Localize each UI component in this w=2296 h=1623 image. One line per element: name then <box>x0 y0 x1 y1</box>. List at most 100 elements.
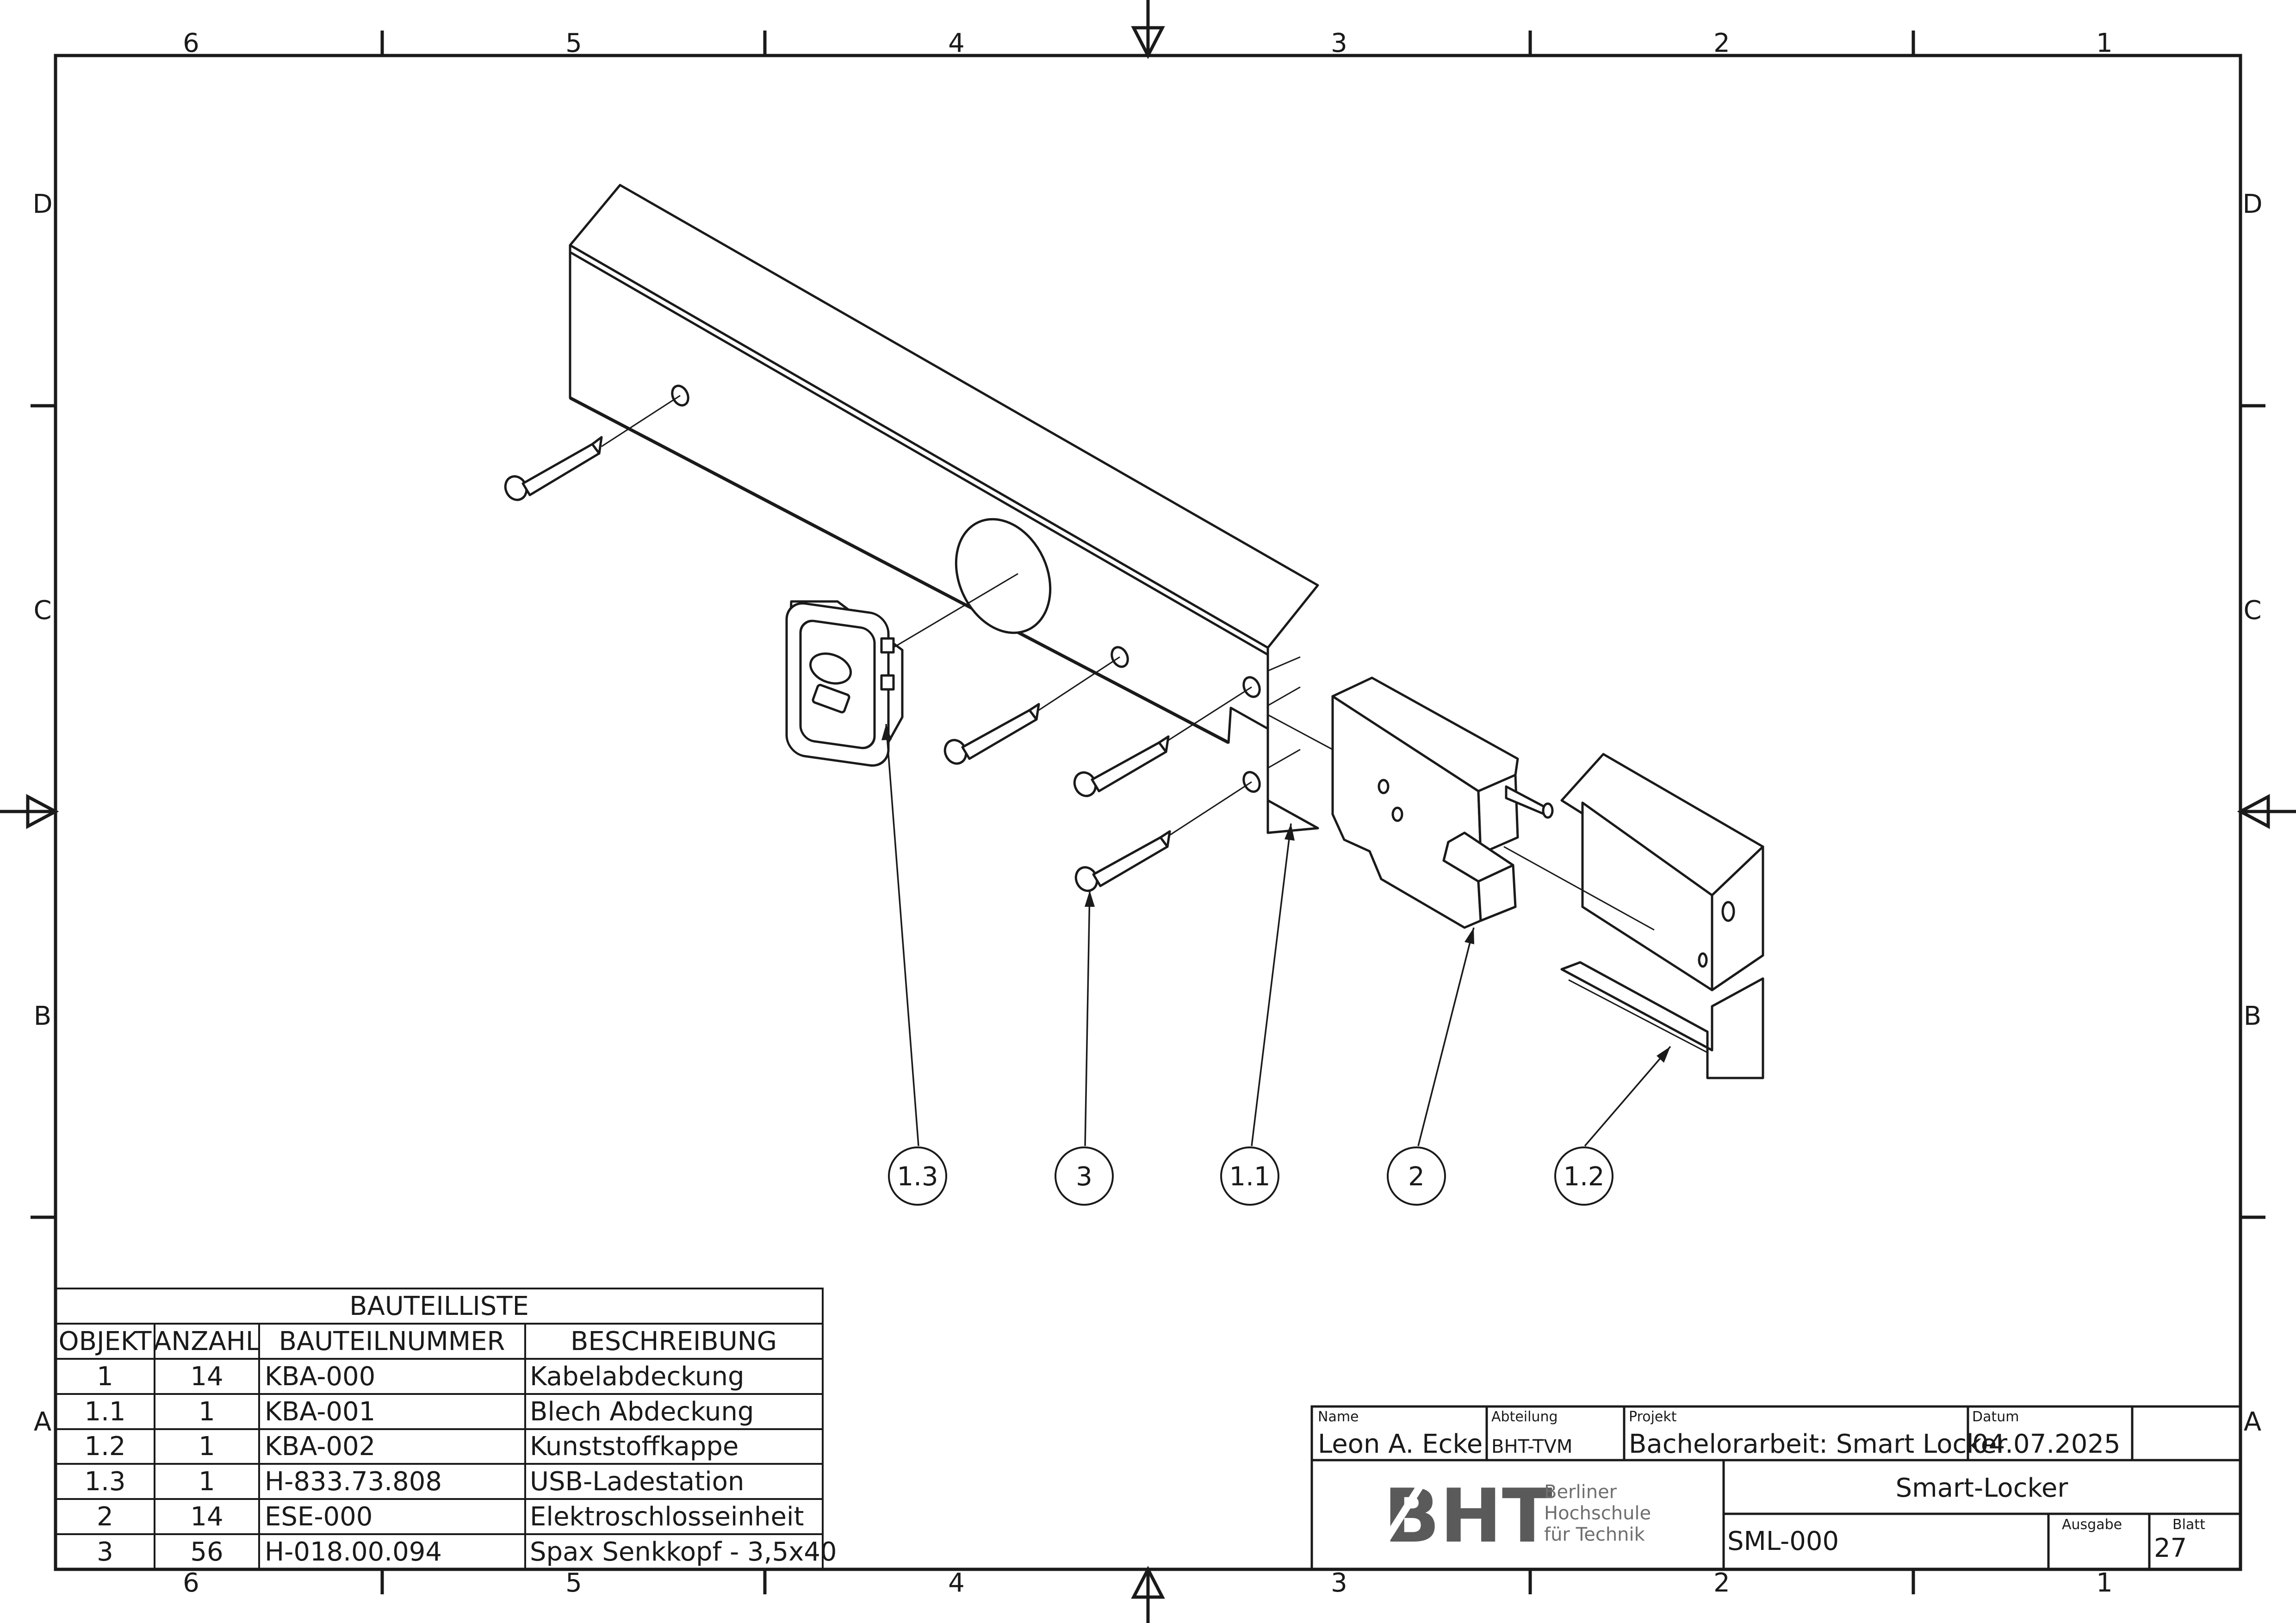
parts-list-cell: 14 <box>190 1502 223 1532</box>
balloon-label: 1.2 <box>1563 1162 1604 1192</box>
parts-list-cell: 1.2 <box>84 1431 125 1462</box>
logo-wordmark: BHT <box>1384 1473 1552 1559</box>
parts-list-header: ANZAHL <box>154 1326 260 1357</box>
project-label: Projekt <box>1629 1409 1677 1425</box>
parts-list-table: BAUTEILLISTE OBJEKT ANZAHL BAUTEILNUMMER… <box>55 1288 837 1570</box>
row-labels: D C B A D C B A <box>32 189 2262 1437</box>
row-label-left: C <box>33 595 51 626</box>
screw <box>943 703 1040 765</box>
logo-subtitle: für Technik <box>1544 1524 1645 1545</box>
row-label-left: A <box>34 1407 51 1437</box>
leader-lines <box>885 724 1671 1147</box>
parts-list-cell: 1 <box>97 1362 113 1392</box>
row-label-right: B <box>2244 1001 2261 1031</box>
parts-list-cell: USB-Ladestation <box>530 1467 744 1497</box>
plastic-cap-part <box>1560 753 1764 1079</box>
logo-subtitle: Berliner <box>1544 1481 1617 1503</box>
column-label-bottom: 1 <box>2096 1568 2113 1598</box>
date-label: Datum <box>1972 1409 2019 1425</box>
parts-list-title: BAUTEILLISTE <box>349 1291 529 1321</box>
column-label-bottom: 3 <box>1331 1568 1347 1598</box>
screw-part <box>504 436 1171 892</box>
issue-label: Ausgabe <box>2062 1517 2122 1533</box>
sheet-number: 27 <box>2154 1533 2187 1563</box>
department-label: Abteilung <box>1491 1409 1558 1425</box>
item-balloons: 1.3 3 1.1 2 1.2 <box>881 724 1671 1206</box>
leader-arrowheads <box>881 724 1670 1063</box>
balloon-circle <box>1387 1146 1446 1206</box>
sheet-label: Blatt <box>2172 1517 2205 1533</box>
balloon-circle <box>1554 1146 1613 1206</box>
column-label-top: 1 <box>2096 28 2113 58</box>
parts-list-header: OBJEKT <box>59 1326 152 1357</box>
row-label-right: A <box>2244 1407 2261 1437</box>
drafter-name: Leon A. Ecke <box>1318 1429 1483 1459</box>
balloon-label: 1.3 <box>897 1162 938 1192</box>
row-label-left: D <box>32 189 52 219</box>
university-logo: BHT Berliner Hochschule für Technik <box>1378 1473 1651 1559</box>
parts-list-cell: 2 <box>97 1502 113 1532</box>
row-label-right: C <box>2243 595 2261 626</box>
title-block: Name Abteilung Projekt Datum Ausgabe Bla… <box>1310 1405 2242 1571</box>
exploded-assembly <box>504 184 1764 1079</box>
parts-list-cell: KBA-002 <box>265 1431 375 1462</box>
screw <box>504 436 603 501</box>
parts-list-cell: Spax Senkkopf - 3,5x40 <box>530 1537 837 1567</box>
parts-list-cell: 1.1 <box>84 1397 125 1427</box>
parts-list-cell: 3 <box>97 1537 113 1567</box>
balloon-circle <box>1055 1146 1114 1206</box>
parts-list-cell: Blech Abdeckung <box>530 1397 754 1427</box>
parts-list-cell: Kunststoffkappe <box>530 1431 738 1462</box>
department-value: BHT-TVM <box>1491 1436 1572 1457</box>
parts-list-cell: 1 <box>199 1397 215 1427</box>
usb-charging-station-part <box>785 600 904 767</box>
column-label-top: 6 <box>183 28 199 58</box>
column-label-top: 3 <box>1331 28 1347 58</box>
name-label: Name <box>1318 1409 1359 1425</box>
parts-list-cell: H-018.00.094 <box>265 1537 442 1567</box>
project-name: Bachelorarbeit: Smart Locker <box>1629 1429 2008 1459</box>
parts-list-cell: KBA-001 <box>265 1397 375 1427</box>
parts-list-cell: 1 <box>199 1431 215 1462</box>
column-labels: 6 5 4 3 2 1 6 5 4 3 2 1 <box>183 28 2113 1598</box>
parts-list-cell: KBA-000 <box>265 1362 375 1392</box>
drawing-date: 04.07.2025 <box>1972 1429 2121 1459</box>
column-label-top: 2 <box>1713 28 1730 58</box>
balloon-circle <box>888 1146 947 1206</box>
balloon-circle <box>1220 1146 1279 1206</box>
parts-list-cell: 56 <box>190 1537 223 1567</box>
parts-list-cell: 14 <box>190 1362 223 1392</box>
sheet-cover-part <box>1266 686 1319 834</box>
parts-list-cell: ESE-000 <box>265 1502 372 1532</box>
screw <box>1073 735 1170 797</box>
parts-list-cell: 1.3 <box>84 1467 125 1497</box>
column-label-bottom: 5 <box>565 1568 582 1598</box>
column-label-bottom: 4 <box>948 1568 965 1598</box>
parts-list-cell: 1 <box>199 1467 215 1497</box>
parts-list-header: BESCHREIBUNG <box>571 1326 777 1357</box>
drawing-title: Smart-Locker <box>1896 1473 2069 1503</box>
column-label-top: 4 <box>948 28 965 58</box>
column-label-bottom: 6 <box>183 1568 199 1598</box>
screw <box>1074 830 1171 892</box>
balloon-label: 1.1 <box>1229 1162 1270 1192</box>
parts-list-header: BAUTEILNUMMER <box>279 1326 505 1357</box>
column-label-top: 5 <box>565 28 582 58</box>
column-label-bottom: 2 <box>1713 1568 1730 1598</box>
balloon-label: 3 <box>1076 1162 1092 1192</box>
electric-lock-unit-part <box>1331 676 1554 929</box>
drawing-number: SML-000 <box>1727 1526 1839 1556</box>
row-label-left: B <box>34 1001 51 1031</box>
parts-list-cell: Elektroschlosseinheit <box>530 1502 804 1532</box>
row-ticks <box>31 404 2265 1219</box>
row-label-right: D <box>2242 189 2262 219</box>
logo-subtitle: Hochschule <box>1544 1503 1651 1524</box>
parts-list-cell: H-833.73.808 <box>265 1467 442 1497</box>
parts-list-cell: Kabelabdeckung <box>530 1362 745 1392</box>
cable-cover-part <box>569 184 1319 834</box>
column-ticks <box>380 31 1915 1594</box>
balloon-label: 2 <box>1408 1162 1425 1192</box>
